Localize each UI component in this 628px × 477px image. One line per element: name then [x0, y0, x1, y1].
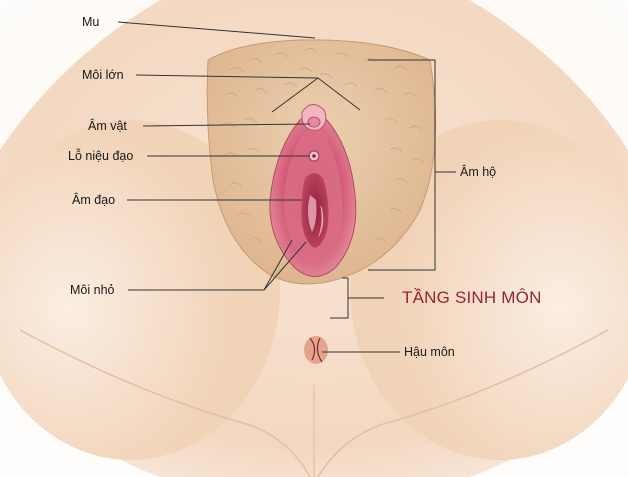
leader-mu	[117, 21, 316, 39]
corner-bottom-left	[0, 360, 160, 477]
clitoris	[307, 116, 321, 128]
label-hau-mon: Hậu môn	[404, 345, 455, 359]
bracket-am-ho	[368, 59, 436, 271]
urethral-opening-center	[312, 154, 316, 158]
anus	[309, 337, 323, 363]
label-lo-nieu-dao: Lỗ niệu đạo	[68, 149, 134, 163]
right-crease	[317, 329, 609, 477]
label-am-ho: Âm hộ	[460, 165, 497, 179]
corner-top-right	[470, 0, 628, 150]
leader-moi-lon-c	[317, 77, 361, 111]
vaginal-fold-right	[318, 205, 324, 238]
left-crease	[19, 329, 311, 477]
leader-moi-lon-b	[271, 77, 319, 113]
label-mu: Mu	[82, 15, 100, 29]
label-am-vat: Âm vật	[88, 119, 127, 133]
label-tang-sinh-mon: TẦNG SINH MÔN	[402, 288, 542, 307]
leader-moi-lon-a	[135, 74, 319, 79]
hair-texture	[221, 48, 424, 244]
leader-moi-nho-b	[263, 239, 293, 291]
label-moi-lon: Môi lớn	[82, 68, 124, 82]
corner-bottom-right	[470, 360, 628, 477]
leader-moi-nho-c	[263, 241, 307, 291]
corner-top-left	[0, 0, 160, 150]
label-am-dao: Âm đạo	[72, 193, 116, 207]
anus-area	[304, 336, 328, 364]
vaginal-fold-left	[307, 195, 317, 232]
label-moi-nho: Môi nhỏ	[70, 283, 115, 297]
leader-lines	[117, 21, 456, 353]
leader-am-vat	[142, 123, 311, 127]
